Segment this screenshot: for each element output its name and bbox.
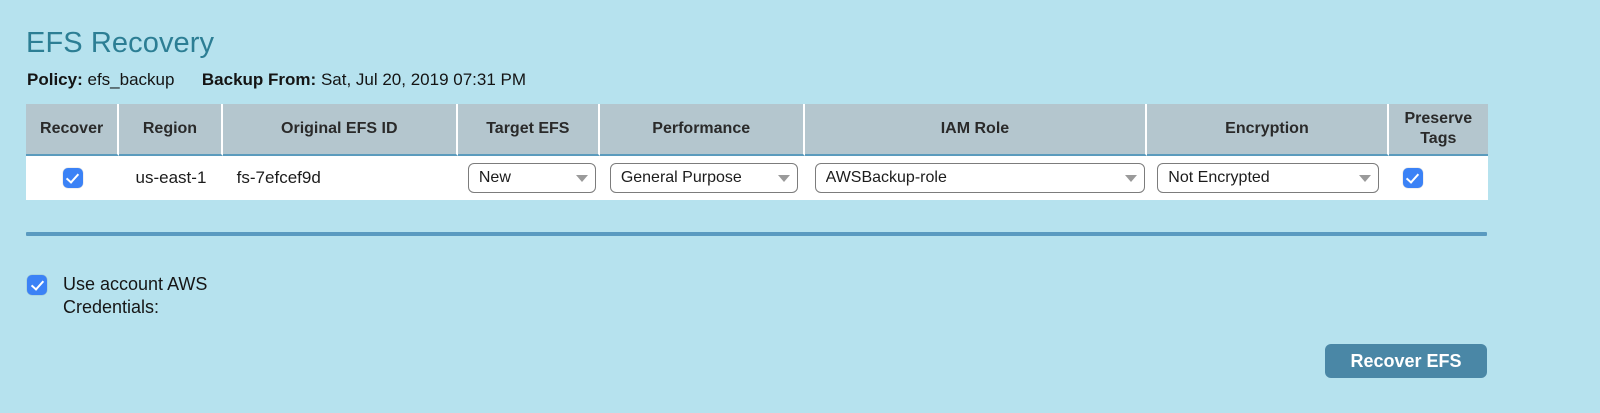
preserve-tags-checkbox[interactable] — [1402, 168, 1423, 189]
target-efs-value: New — [478, 169, 511, 186]
table-row: us-east-1 fs-7efcef9d New General Purpos… — [26, 156, 1488, 200]
target-efs-select[interactable]: New — [467, 163, 596, 193]
recover-checkbox[interactable] — [62, 168, 83, 189]
policy-value: efs_backup — [87, 70, 175, 89]
cell-recover — [26, 156, 120, 200]
column-header-recover: Recover — [26, 104, 120, 156]
performance-value: General Purpose — [620, 169, 742, 186]
table-header-row: Recover Region Original EFS ID Target EF… — [26, 104, 1488, 156]
table-body: us-east-1 fs-7efcef9d New General Purpos… — [26, 156, 1488, 200]
chevron-down-icon — [1124, 174, 1137, 182]
encryption-select[interactable]: Not Encrypted — [1157, 163, 1380, 193]
column-header-iam-role: IAM Role — [804, 104, 1148, 156]
performance-select[interactable]: General Purpose — [609, 163, 798, 193]
cell-iam-role: AWSBackup-role — [804, 156, 1148, 200]
cell-preserve-tags — [1388, 156, 1488, 200]
table-header: Recover Region Original EFS ID Target EF… — [26, 104, 1488, 156]
column-header-original-efs-id: Original EFS ID — [222, 104, 458, 156]
use-account-credentials-label: Use account AWS Credentials: — [63, 274, 208, 317]
column-header-preserve-tags: Preserve Tags — [1388, 104, 1488, 156]
cell-region: us-east-1 — [119, 156, 223, 200]
backup-meta-line: Policy: efs_backup Backup From: Sat, Jul… — [27, 69, 526, 91]
cell-original-efs-id: fs-7efcef9d — [222, 156, 458, 200]
recover-efs-button[interactable]: Recover EFS — [1325, 344, 1487, 378]
chevron-down-icon — [575, 174, 588, 182]
chevron-down-icon — [777, 174, 790, 182]
chevron-down-icon — [1359, 174, 1372, 182]
iam-role-value: AWSBackup-role — [825, 169, 947, 186]
recovery-table: Recover Region Original EFS ID Target EF… — [26, 104, 1488, 200]
cell-encryption: Not Encrypted — [1147, 156, 1389, 200]
column-header-encryption: Encryption — [1147, 104, 1389, 156]
use-account-credentials-group: Use account AWS Credentials: — [27, 273, 223, 319]
cell-target-efs: New — [457, 156, 600, 200]
encryption-value: Not Encrypted — [1168, 169, 1270, 186]
backup-from-label: Backup From: — [201, 70, 317, 89]
column-header-region: Region — [119, 104, 223, 156]
column-header-performance: Performance — [599, 104, 805, 156]
use-account-credentials-checkbox[interactable] — [27, 275, 47, 295]
column-header-target-efs: Target EFS — [457, 104, 600, 156]
section-divider — [26, 232, 1487, 236]
page-title: EFS Recovery — [26, 27, 215, 59]
iam-role-select[interactable]: AWSBackup-role — [814, 163, 1145, 193]
policy-label: Policy: — [27, 70, 83, 89]
backup-from-value: Sat, Jul 20, 2019 07:31 PM — [320, 70, 527, 89]
cell-performance: General Purpose — [599, 156, 805, 200]
